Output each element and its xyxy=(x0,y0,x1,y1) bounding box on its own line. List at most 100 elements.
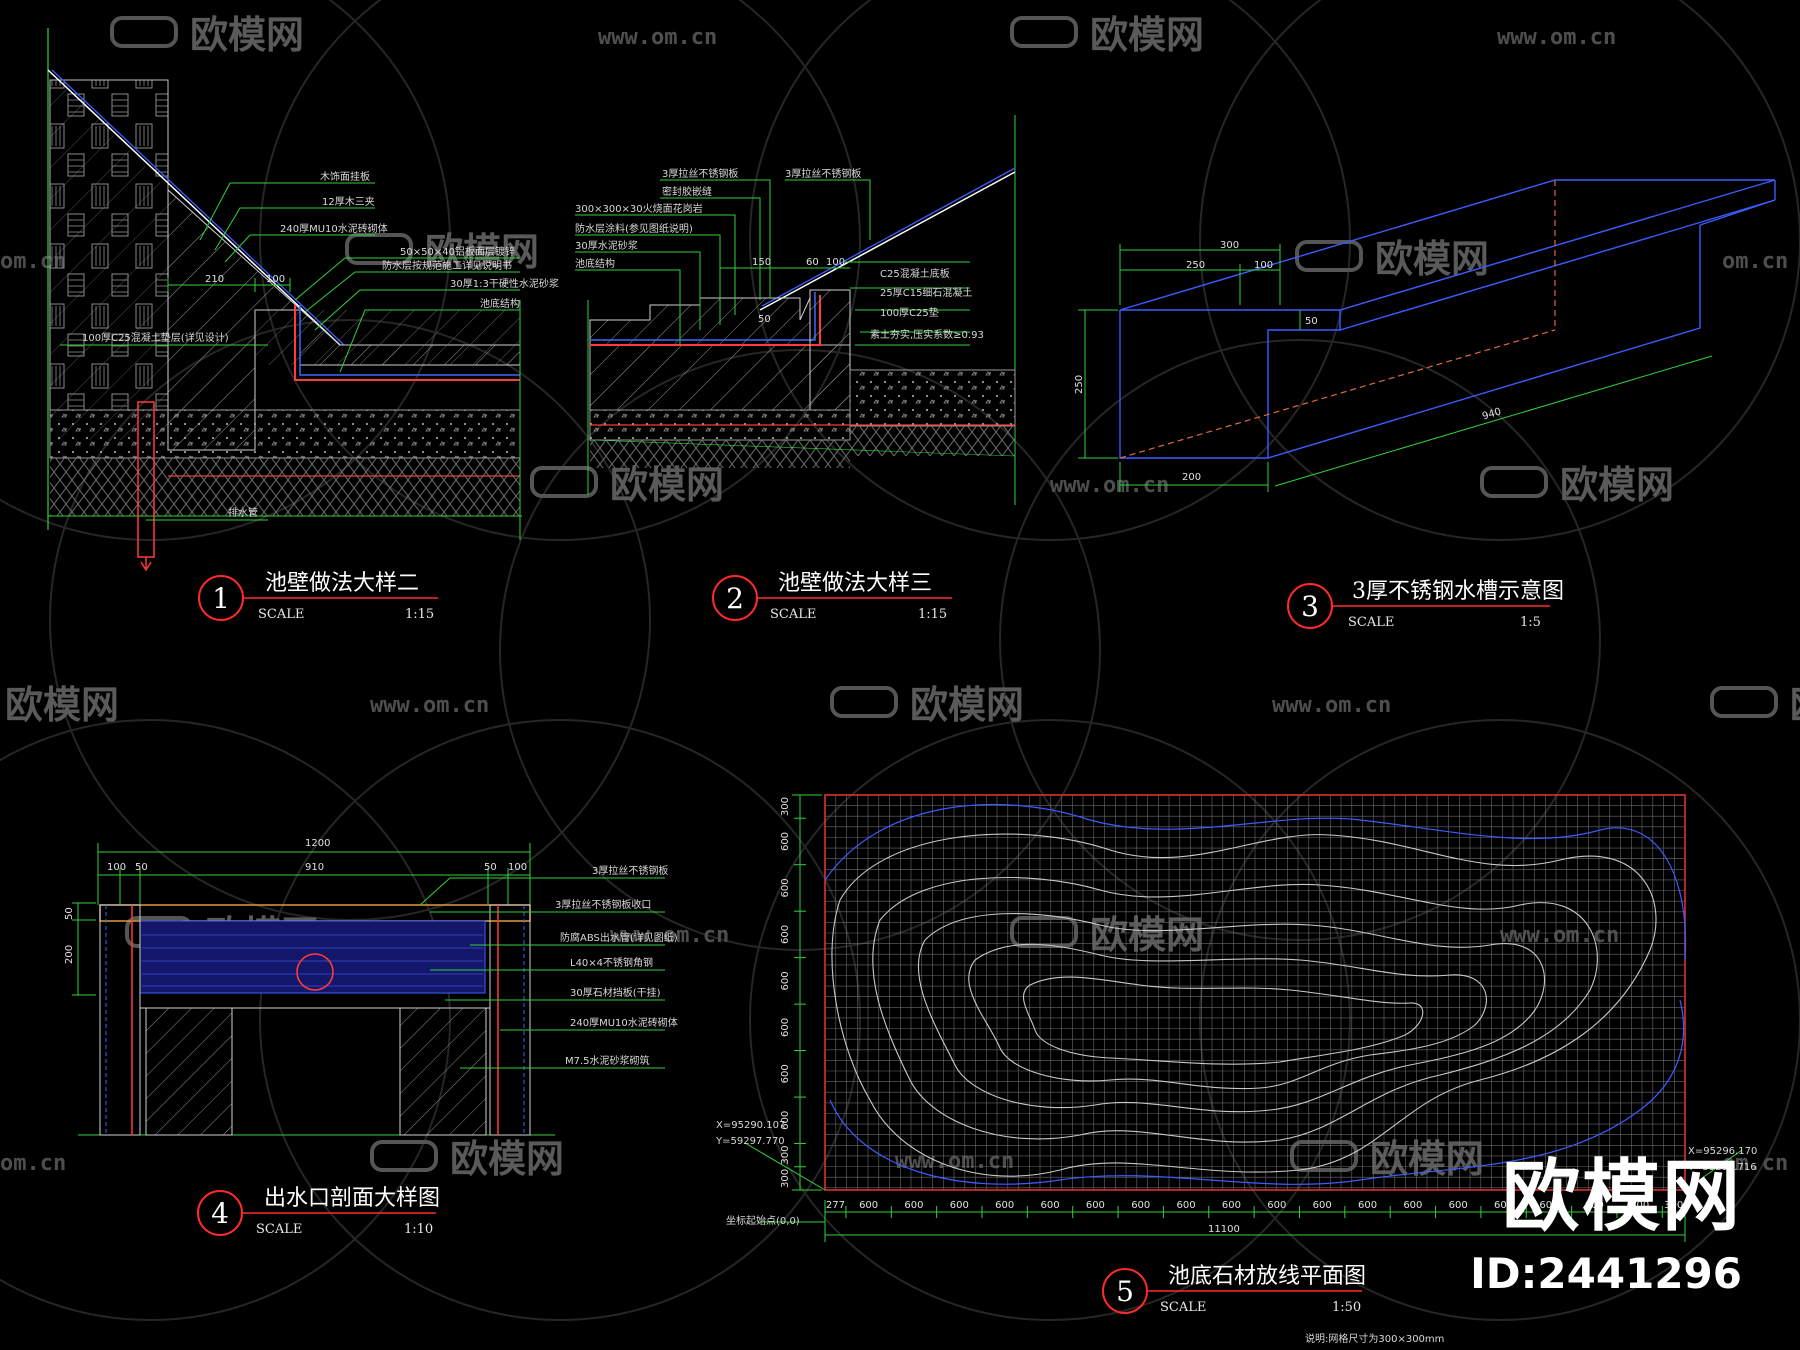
d5-footnote: 说明:网格尺寸为300×300mm xyxy=(1305,1332,1444,1345)
d4-note-2: 3厚拉丝不锈钢板收口 xyxy=(555,898,651,911)
y-dim-label: 600 xyxy=(780,971,791,990)
d2-dim-1: 150 xyxy=(752,257,771,268)
watermark-url-1: www.om.cn xyxy=(1497,25,1616,50)
y-dim-label: 300 xyxy=(780,1169,791,1188)
title-1-scale-word: SCALE xyxy=(258,607,304,622)
stone-grid-lines xyxy=(824,794,1686,1190)
d3-dim-1: 300 xyxy=(1220,240,1239,251)
d4-note-6: 240厚MU10水泥砖砌体 xyxy=(570,1016,678,1029)
title-3-text: 3厚不锈钢水槽示意图 xyxy=(1352,579,1564,604)
d5-left-coord-y: Y=59297.770 xyxy=(715,1136,785,1147)
d2-note-5: 防水层涂料(参见图纸说明) xyxy=(575,222,693,235)
d1-dim-2: 100 xyxy=(266,274,285,285)
watermark-url-0: www.om.cn xyxy=(598,25,717,50)
d2-note-3: 密封胶嵌缝 xyxy=(662,185,712,198)
title-3-number: 3 xyxy=(1301,590,1319,623)
watermark-sofa-icon-7 xyxy=(830,686,898,718)
d2-note-9: 25厚C15细石混凝土 xyxy=(880,286,972,299)
x-dim-label: 600 xyxy=(995,1200,1014,1211)
d1-note-5: 防水层按规范施工详见说明书 xyxy=(382,259,512,272)
watermark-sofa-icon-0 xyxy=(110,16,178,48)
y-dim-label: 600 xyxy=(780,832,791,851)
d1-note-6: 30厚1:3干硬性水泥砂浆 xyxy=(450,277,559,290)
x-dim-label: 600 xyxy=(1040,1200,1059,1211)
title-1-scale: 1:15 xyxy=(405,607,434,622)
title-2-scale: 1:15 xyxy=(918,607,947,622)
x-dim-label: 600 xyxy=(1358,1200,1377,1211)
d2-dim-3: 100 xyxy=(826,257,845,268)
watermark-url-4: www.om.cn xyxy=(1272,693,1391,718)
watermark-name-7: 欧模网 xyxy=(910,683,1024,727)
detail-3-steel-trough: 300 250 100 50 250 200 940 xyxy=(1074,179,1776,492)
x-dim-label: 600 xyxy=(1131,1200,1150,1211)
watermark-layer: 欧模网欧模网欧模网欧模网欧模网欧模网欧模网欧模网欧模网欧模网欧模网欧模网欧模网w… xyxy=(0,0,1800,1321)
d3-dim-4: 50 xyxy=(1305,316,1318,327)
d4-note-3: 防腐ABS出水管(详见图纸) xyxy=(560,931,678,944)
x-dim-label: 277 xyxy=(826,1200,845,1211)
y-dim-label: 300 xyxy=(780,1146,791,1165)
title-2-number: 2 xyxy=(726,582,744,615)
watermark-name-2: 欧模网 xyxy=(425,230,539,274)
title-2-text: 池壁做法大样三 xyxy=(778,571,932,596)
title-5-number: 5 xyxy=(1116,1275,1134,1308)
brand-logo: 欧模网 xyxy=(1501,1152,1742,1242)
d5-total-dim: 11100 xyxy=(1208,1224,1240,1235)
d1-note-2: 12厚木三夹 xyxy=(322,195,375,208)
d4-dim-total: 1200 xyxy=(305,838,330,849)
y-dim-label: 300 xyxy=(780,797,791,816)
watermark-name-6: 欧模网 xyxy=(5,683,119,727)
watermark-ring-9 xyxy=(749,719,1351,1321)
d4-dim-4: 50 xyxy=(484,862,497,873)
detail-1-pool-wall-section: 210 100 木饰面挂板 12厚木三夹 240厚MU10水泥砖砌体 50×50… xyxy=(47,28,559,572)
x-dim-label: 600 xyxy=(1585,1200,1604,1211)
title-4-text: 出水口剖面大样图 xyxy=(264,1186,440,1211)
d1-note-7: 池底结构 xyxy=(480,297,520,310)
title-block-5: 5 池底石材放线平面图 SCALE 1:50 xyxy=(1102,1264,1366,1315)
watermark-name-10: 欧模网 xyxy=(1090,913,1204,957)
x-dim-label: 600 xyxy=(1494,1200,1513,1211)
d5-right-coord-x: X=95296.170 xyxy=(1688,1146,1757,1157)
x-dim-label: 300 xyxy=(1664,1200,1683,1211)
watermark-ring-1 xyxy=(259,0,861,541)
d2-note-2: 3厚拉丝不锈钢板 xyxy=(785,167,861,180)
d5-left-coord-x: X=95290.107 xyxy=(716,1120,785,1131)
d4-note-5: 30厚石材挡板(干挂) xyxy=(570,986,661,999)
title-3-scale: 1:5 xyxy=(1520,615,1541,630)
title-1-number: 1 xyxy=(212,582,230,615)
watermark-ring-6 xyxy=(999,339,1601,941)
d2-note-4: 300×300×30火烧面花岗岩 xyxy=(575,202,703,215)
watermark-sofa-icon-1 xyxy=(1010,16,1078,48)
y-dim-label: 600 xyxy=(780,925,791,944)
watermark-name-8: 欧模网 xyxy=(1790,683,1800,727)
d5-origin-label: 坐标起始点(0,0) xyxy=(726,1214,800,1227)
d2-note-6: 30厚水泥砂浆 xyxy=(575,239,638,252)
model-id: ID:2441296 xyxy=(1470,1249,1742,1298)
d1-note-8: 100厚C25混凝土垫层(详见设计) xyxy=(82,331,229,344)
title-block-3: 3 3厚不锈钢水槽示意图 SCALE 1:5 xyxy=(1287,579,1564,630)
d3-dim-5: 250 xyxy=(1074,375,1085,394)
y-dim-label: 600 xyxy=(780,1064,791,1083)
watermark-sofa-icon-4 xyxy=(530,466,598,498)
detail-5-stone-grid-plan: 277 600 600 600 600 600 600 600 600 600 600 600 600 6… xyxy=(715,794,1757,1345)
x-dim-label: 600 xyxy=(904,1200,923,1211)
x-dim-label: 600 xyxy=(1449,1200,1468,1211)
x-dim-label: 600 xyxy=(1313,1200,1332,1211)
d2-note-8: C25混凝土底板 xyxy=(880,267,950,280)
d4-dim-side-2: 200 xyxy=(64,945,75,964)
detail-4-outlet-section: 1200 100 50 910 50 100 50 200 xyxy=(64,838,678,1136)
x-dim-label: 600 xyxy=(1267,1200,1286,1211)
title-5-text: 池底石材放线平面图 xyxy=(1168,1264,1366,1289)
d5-right-coord-y: Y=59299.716 xyxy=(1687,1162,1757,1173)
watermark-url-7: www.om.cn xyxy=(895,1149,1014,1174)
title-4-number: 4 xyxy=(211,1197,229,1230)
d1-note-4: 50×50×40铝板面层镀锌 xyxy=(400,245,515,258)
d2-dim-4: 50 xyxy=(758,314,771,325)
watermark-name-1: 欧模网 xyxy=(1090,13,1204,57)
d3-dim-6: 200 xyxy=(1182,472,1201,483)
d4-dim-1: 100 xyxy=(107,862,126,873)
d2-note-11: 素土夯实,压实系数≥0.93 xyxy=(870,328,984,341)
watermark-url-3: www.om.cn xyxy=(370,693,489,718)
d1-drain-label: 排水管 xyxy=(228,506,258,519)
watermark-name-11: 欧模网 xyxy=(450,1137,564,1181)
